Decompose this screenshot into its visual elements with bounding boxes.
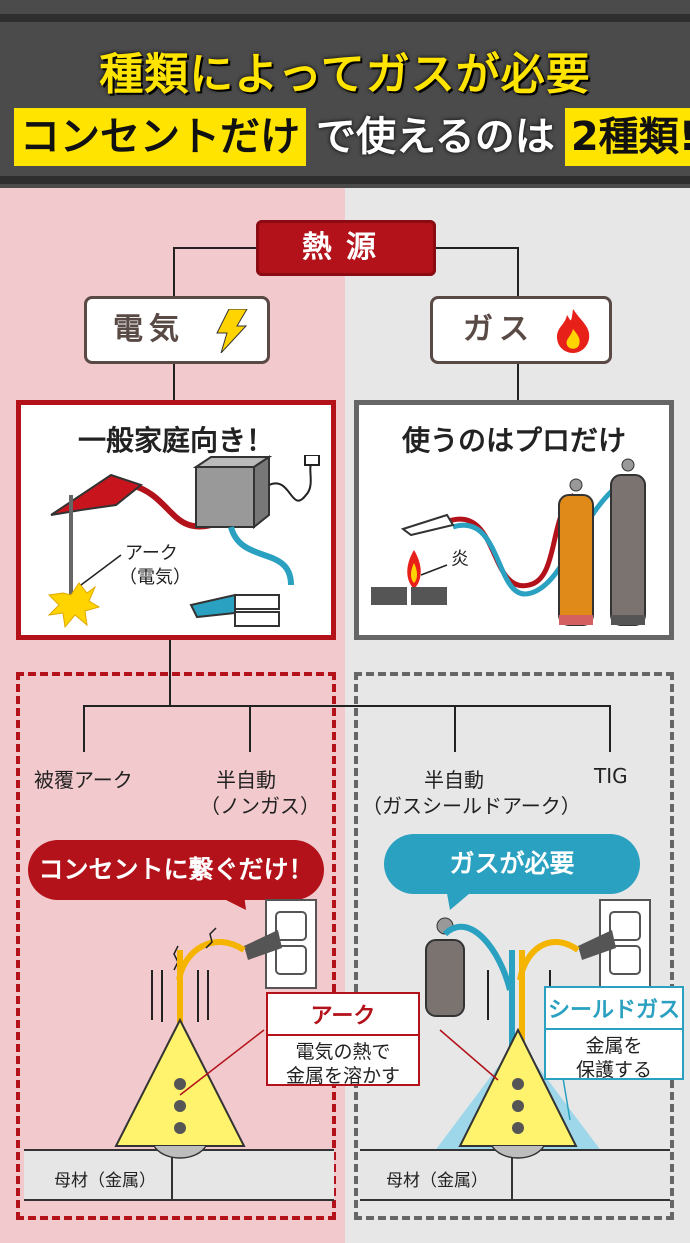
base-metal-label-left: 母材（金属） bbox=[54, 1171, 156, 1191]
flame-label: 炎 bbox=[451, 549, 469, 570]
type-semi-auto-nogas-sub: （ノンガス） bbox=[200, 794, 320, 818]
arc-callout-line2: 金属を溶かす bbox=[285, 1065, 400, 1087]
highlight-two-types: 2種類! bbox=[564, 108, 690, 166]
type-semi-auto-gas: 半自動 bbox=[424, 768, 484, 792]
subtitle-middle: で使えるのは bbox=[316, 114, 555, 160]
bubble-tail-right bbox=[446, 888, 476, 910]
arc-label: アーク bbox=[125, 543, 178, 564]
gas-needed-bubble: ガスが必要 bbox=[384, 834, 640, 894]
type-semi-auto-nogas: 半自動 bbox=[216, 768, 276, 792]
header-stripe bbox=[0, 176, 690, 184]
arc-callout-title: アーク bbox=[310, 1004, 376, 1029]
electric-box-title: 一般家庭向き！ bbox=[77, 424, 274, 457]
type-semi-auto-gas-sub: （ガスシールドアーク） bbox=[362, 794, 581, 818]
arc-callout-body: 電気の熱で 金属を溶かす bbox=[268, 1034, 418, 1088]
arc-welder-illustration bbox=[47, 455, 320, 629]
lightning-icon bbox=[216, 309, 248, 353]
electric-pill: 電気 bbox=[84, 296, 270, 364]
arc-callout-line1: 電気の熱で bbox=[295, 1041, 391, 1063]
shield-callout-body: 金属を 保護する bbox=[546, 1028, 682, 1082]
arc-callout: アーク 電気の熱で 金属を溶かす bbox=[266, 992, 420, 1088]
header-title: 種類によってガスが必要 bbox=[99, 49, 591, 100]
flame-icon bbox=[557, 309, 590, 353]
gas-box: 使うのはプロだけ 炎 bbox=[354, 400, 674, 640]
shield-callout-line1: 金属を bbox=[585, 1035, 643, 1057]
highlight-outlet-only: コンセントだけ bbox=[14, 108, 306, 166]
electric-label: 電気 bbox=[113, 312, 185, 347]
gas-torch-illustration bbox=[360, 899, 670, 1201]
arc-electric-label: （電気） bbox=[119, 567, 191, 588]
header-stripe bbox=[0, 14, 690, 22]
gas-pill: ガス bbox=[430, 296, 612, 364]
electric-box: 一般家庭向き！ アーク （電気） bbox=[16, 400, 336, 640]
shield-gas-callout: シールドガス 金属を 保護する bbox=[544, 986, 684, 1082]
heat-source-badge: 熱源 bbox=[256, 220, 436, 276]
gas-welder-illustration bbox=[371, 458, 646, 626]
type-tig: TIG bbox=[594, 764, 628, 788]
shield-callout-line2: 保護する bbox=[575, 1059, 652, 1081]
outlet-only-bubble: コンセントに繋ぐだけ！ bbox=[28, 840, 324, 900]
shield-callout-title: シールドガス bbox=[547, 998, 680, 1023]
electric-types-frame bbox=[16, 672, 336, 1220]
nogas-torch-illustration bbox=[24, 899, 334, 1201]
gas-types-frame bbox=[354, 672, 674, 1220]
type-coated-arc: 被覆アーク bbox=[34, 768, 133, 792]
base-metal-label-right: 母材（金属） bbox=[386, 1171, 488, 1191]
bubble-tail-left bbox=[214, 894, 246, 910]
gas-box-title: 使うのはプロだけ bbox=[401, 424, 626, 457]
gas-label: ガス bbox=[463, 312, 535, 347]
